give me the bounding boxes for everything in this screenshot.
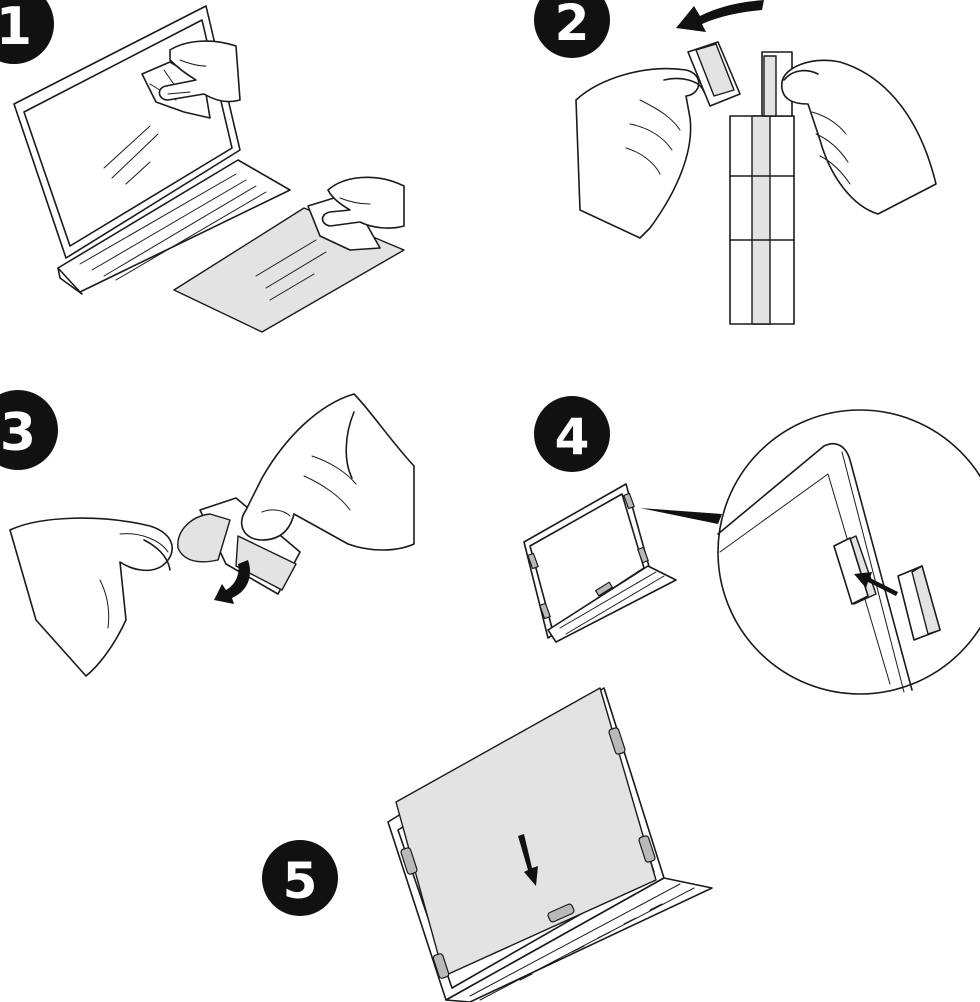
zoom-detail-circle: [717, 409, 980, 695]
step-1-clean-screen: 1: [0, 0, 405, 333]
left-hand-step-2: [575, 67, 705, 239]
laptop-illustration-step-4: [523, 483, 677, 643]
hand-with-wipe: [321, 176, 405, 229]
right-hand-step-3: [240, 393, 415, 551]
step-4-number: 4: [555, 408, 590, 466]
mounting-tab-loose: [897, 565, 941, 641]
zoom-pointer: [640, 508, 722, 524]
step-5-hang-filter: 5: [262, 687, 713, 1002]
arrow-apply-tab-icon: [854, 572, 898, 596]
curved-arrow-left-icon: [676, 0, 764, 32]
frame-tabs: [400, 727, 656, 979]
tab-strip: [729, 51, 795, 325]
step-4-badge: [534, 396, 610, 472]
step-1-number: 1: [0, 0, 32, 57]
step-2-number: 2: [555, 0, 590, 52]
step-4-attach-tabs: 4: [523, 396, 980, 695]
step-2-separate-tab: 2: [534, 0, 937, 325]
step-3-peel-backing: 3: [0, 390, 415, 677]
curved-arrow-down-icon: [214, 560, 251, 604]
privacy-filter-panel: [395, 687, 657, 977]
step-2-badge: [534, 0, 610, 58]
hand-wiping-screen: [158, 40, 241, 103]
left-hand-step-3: [9, 517, 173, 677]
arrow-down-icon: [518, 834, 538, 886]
keyboard-keys: [519, 903, 663, 981]
peeled-tab: [687, 41, 741, 107]
step-5-number: 5: [283, 852, 318, 910]
right-hand-step-2: [781, 59, 937, 215]
step-5-badge: [262, 840, 338, 916]
step-3-number: 3: [0, 403, 36, 463]
step-1-badge: [0, 0, 54, 64]
tab-with-backing: [177, 497, 301, 595]
step-3-badge: [0, 390, 58, 470]
